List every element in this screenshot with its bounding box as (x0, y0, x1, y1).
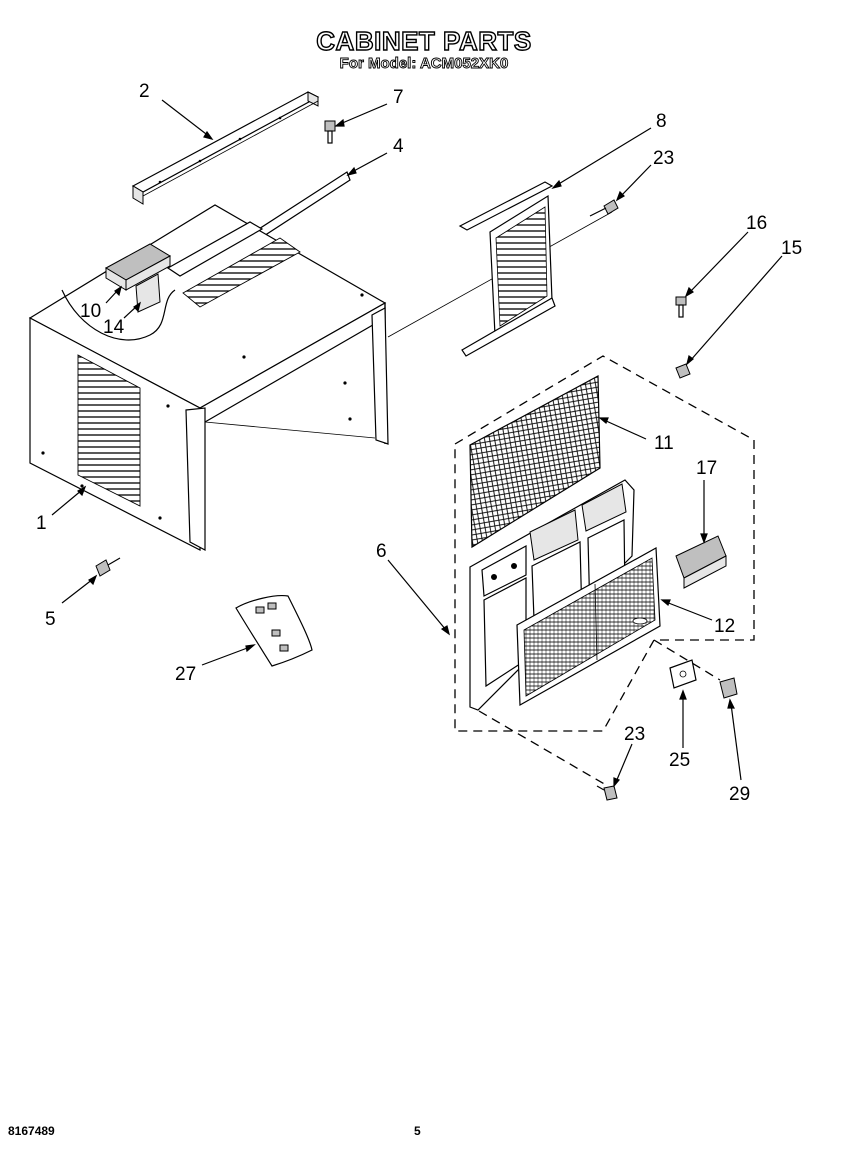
callout-25: 25 (669, 750, 690, 771)
callout-4: 4 (393, 136, 404, 157)
side-curtain-part-8 (458, 181, 556, 357)
callout-leaders (51, 99, 783, 788)
callout-1: 1 (36, 513, 47, 534)
screw-part-23-upper (589, 199, 619, 217)
callout-10: 10 (80, 301, 101, 322)
callout-14: 14 (103, 317, 125, 338)
page-title: CABINET PARTS (316, 25, 532, 56)
callout-23-lower: 23 (624, 724, 645, 745)
screw-guide-line (478, 710, 607, 786)
knob-part-29 (719, 677, 738, 699)
callout-15: 15 (781, 238, 802, 259)
top-rail-part-2 (131, 91, 320, 205)
document-number: 8167489 (8, 1124, 55, 1138)
callout-16: 16 (746, 213, 767, 234)
callout-17: 17 (696, 458, 717, 479)
screw-part-7 (324, 120, 336, 144)
screw-part-16 (675, 296, 687, 318)
callout-5: 5 (45, 609, 56, 630)
knob-guide-line (653, 639, 721, 681)
clip-part-15 (675, 363, 691, 379)
callout-2: 2 (139, 81, 150, 102)
model-subtitle: For Model: ACM052XK0 (339, 55, 509, 73)
callout-27: 27 (175, 664, 196, 685)
callout-29: 29 (729, 784, 750, 805)
callout-12: 12 (714, 616, 735, 637)
cabinet-part-1 (28, 204, 389, 551)
control-piece-part-17 (675, 535, 727, 589)
callout-8: 8 (656, 111, 667, 132)
page-number: 5 (414, 1124, 421, 1138)
knob-part-25 (669, 659, 697, 689)
callout-23-upper: 23 (653, 148, 674, 169)
front-grille-part-12 (516, 547, 661, 707)
callout-6: 6 (376, 541, 387, 562)
bracket-part-27 (235, 595, 313, 667)
callout-11: 11 (654, 433, 674, 454)
callout-7: 7 (393, 87, 404, 108)
filter-part-11 (469, 375, 601, 549)
screw-part-5 (95, 557, 121, 577)
foam-block-part-10 (104, 243, 172, 291)
bracket-part-14 (135, 273, 161, 313)
assembly-boundary (454, 355, 755, 732)
screw-part-23-lower (596, 785, 618, 801)
